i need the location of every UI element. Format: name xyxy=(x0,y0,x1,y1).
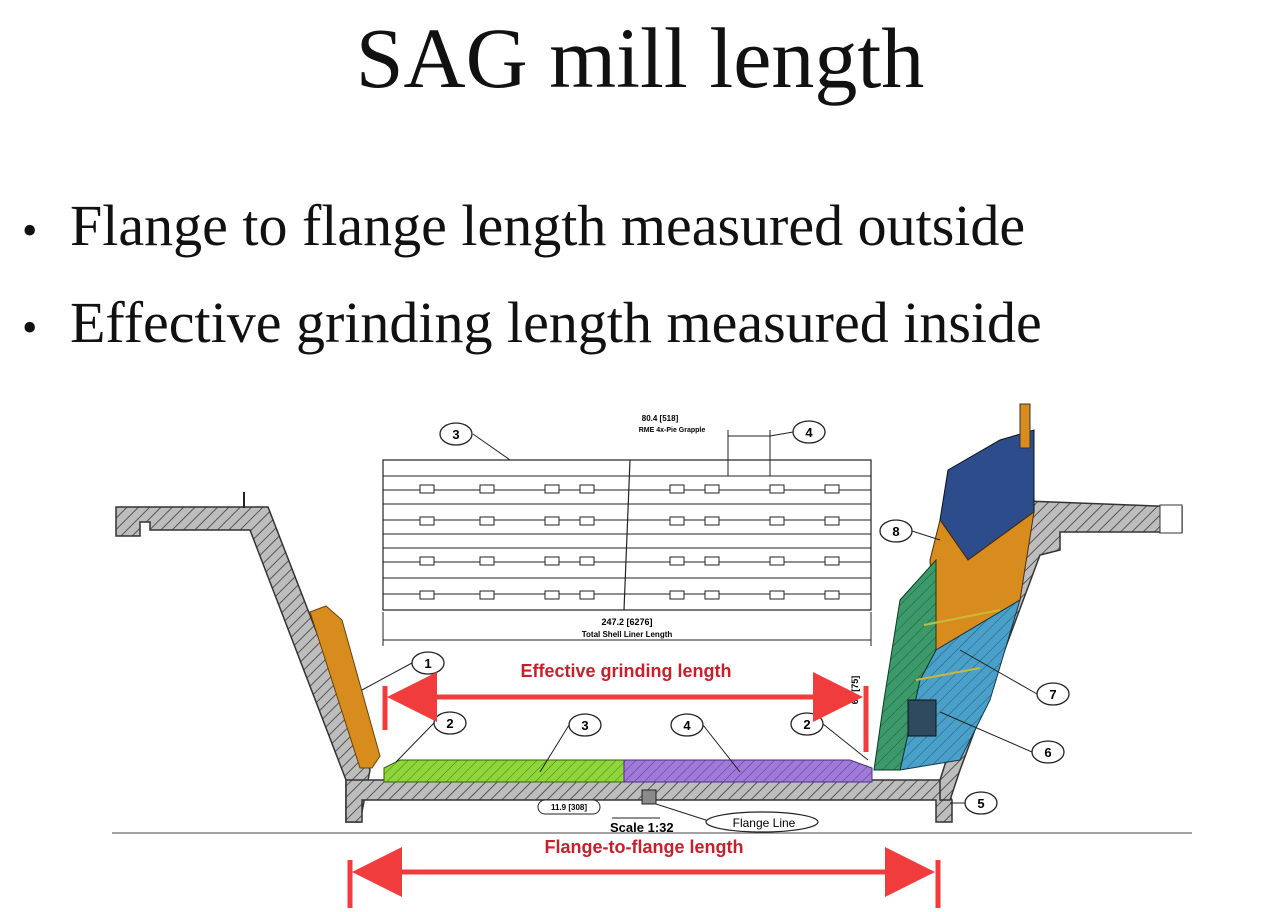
left-head-shell xyxy=(115,492,371,823)
callout-8: 8 xyxy=(879,519,941,543)
svg-text:7: 7 xyxy=(1049,687,1056,702)
shell-liner-green xyxy=(383,759,625,783)
svg-text:3: 3 xyxy=(581,718,588,733)
callout-2-right: 2 xyxy=(790,712,869,761)
side-dimension-label: 60 [75] xyxy=(850,676,860,705)
callout-2-left: 2 xyxy=(395,711,467,763)
effective-length-label: Effective grinding length xyxy=(520,661,731,681)
svg-text:1: 1 xyxy=(424,656,431,671)
svg-text:4: 4 xyxy=(805,425,813,440)
left-head-liner xyxy=(309,605,381,769)
top-dimension-label: 80.4 [518] xyxy=(642,414,679,423)
bullet-item: • Effective grinding length measured ins… xyxy=(22,277,1042,374)
callout-4-top: 4 xyxy=(769,420,826,444)
bullet-item: • Flange to flange length measured outsi… xyxy=(22,180,1042,277)
svg-text:6: 6 xyxy=(1044,745,1051,760)
callout-3-top: 3 xyxy=(439,422,511,461)
bullet-list: • Flange to flange length measured outsi… xyxy=(22,180,1042,374)
flange-line-label: Flange Line xyxy=(733,816,796,830)
svg-text:8: 8 xyxy=(892,524,899,539)
liner-plan-view xyxy=(382,430,872,646)
bullet-text: Effective grinding length measured insid… xyxy=(70,290,1042,355)
callout-5: 5 xyxy=(950,791,998,815)
right-head-liners xyxy=(873,403,1035,771)
bullet-text: Flange to flange length measured outside xyxy=(70,193,1026,258)
svg-text:4: 4 xyxy=(683,718,691,733)
svg-text:2: 2 xyxy=(803,717,810,732)
svg-text:3: 3 xyxy=(452,427,459,442)
top-dimension-sublabel: RME 4x-Pie Grapple xyxy=(639,427,706,434)
slide-title: SAG mill length xyxy=(355,10,925,106)
flange-length-arrow xyxy=(347,847,941,908)
small-dimension-pill xyxy=(537,799,601,815)
flange-line-callout xyxy=(705,811,819,833)
bullet-dot-icon: • xyxy=(22,206,38,255)
total-length-label: 247.2 [6276] xyxy=(601,617,652,627)
effective-length-arrow xyxy=(382,672,869,752)
bullet-dot-icon: • xyxy=(22,303,38,352)
svg-text:5: 5 xyxy=(977,796,984,811)
shell-liner-purple xyxy=(623,759,873,783)
small-dimension-label: 11.9 [308] xyxy=(551,803,587,812)
callout-1: 1 xyxy=(361,651,445,691)
callout-6: 6 xyxy=(939,711,1065,764)
svg-text:2: 2 xyxy=(446,716,453,731)
flange-length-label: Flange-to-flange length xyxy=(545,837,744,857)
total-length-sublabel: Total Shell Liner Length xyxy=(582,630,673,639)
callout-7: 7 xyxy=(959,649,1070,706)
scale-label: Scale 1:32 xyxy=(610,820,674,835)
